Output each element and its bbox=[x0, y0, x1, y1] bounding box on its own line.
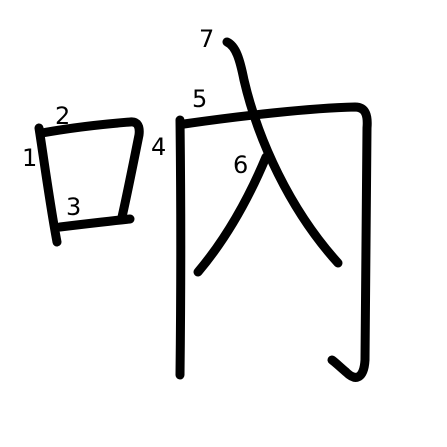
stroke-number-7: 7 bbox=[199, 25, 214, 53]
stroke-6 bbox=[193, 152, 271, 277]
stroke-2 bbox=[37, 117, 144, 222]
stroke-3 bbox=[55, 214, 135, 232]
stroke-number-5: 5 bbox=[192, 85, 207, 113]
stroke-number-6: 6 bbox=[233, 151, 248, 179]
stroke-1 bbox=[34, 123, 62, 247]
stroke-5 bbox=[179, 102, 372, 382]
stroke-number-1: 1 bbox=[22, 144, 37, 172]
stroke-number-3: 3 bbox=[66, 193, 81, 221]
stroke-number-2: 2 bbox=[55, 102, 70, 130]
stroke-7 bbox=[222, 37, 343, 268]
stroke-number-4: 4 bbox=[151, 133, 166, 161]
stroke-4 bbox=[175, 115, 186, 380]
